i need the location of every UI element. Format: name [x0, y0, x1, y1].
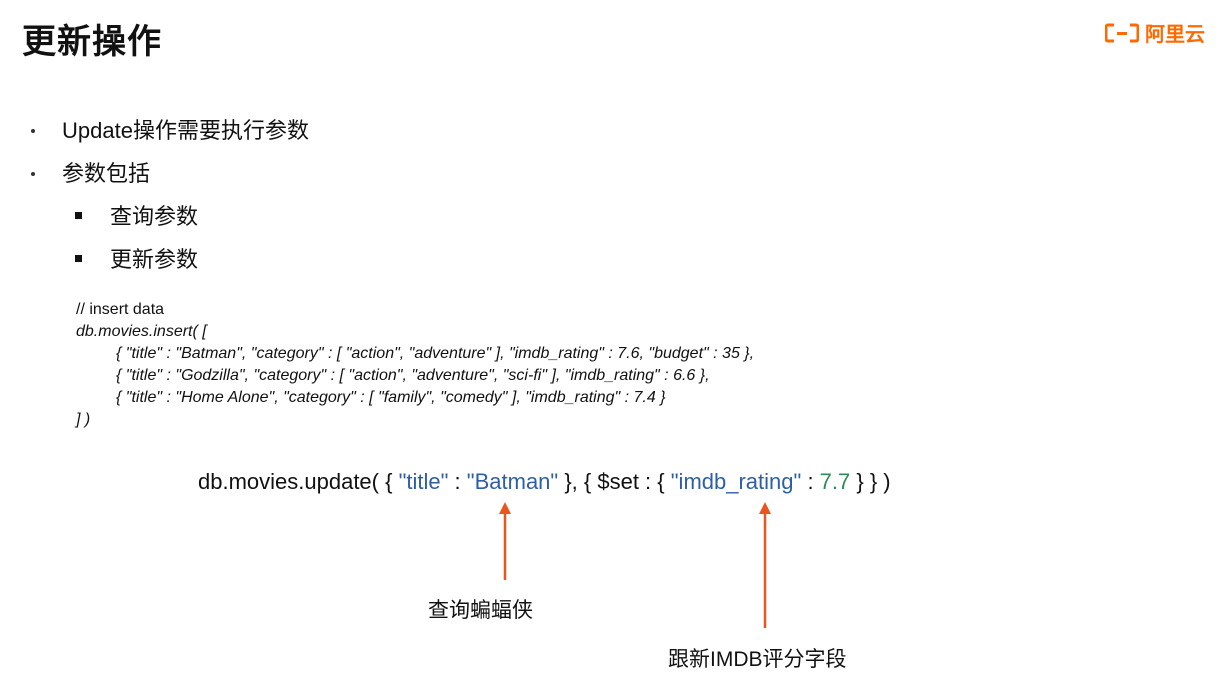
code-line: { "title" : "Godzilla", "category" : [ "… — [116, 367, 710, 384]
query-annotation: 查询蝙蝠侠 — [428, 599, 533, 622]
code-line: db.movies.insert( [ — [76, 323, 207, 340]
sub-bullet-square — [75, 212, 82, 219]
aliyun-logo: 阿里云 — [1105, 18, 1205, 47]
sub-bullet-item: 查询参数 — [110, 204, 199, 229]
slide-title: 更新操作 — [22, 23, 162, 61]
update-separator: : — [801, 469, 820, 494]
sub-bullet-item: 更新参数 — [110, 247, 199, 272]
update-middle: }, { $set : { — [558, 469, 671, 494]
update-annotation: 跟新IMDB评分字段 — [668, 648, 847, 671]
code-line: { "title" : "Home Alone", "category" : [… — [116, 389, 666, 406]
query-value: "Batman" — [466, 469, 559, 494]
update-prefix: db.movies.update( { — [198, 469, 399, 494]
update-statement: db.movies.update( { "title" : "Batman" }… — [198, 469, 891, 495]
update-suffix: } } ) — [850, 469, 891, 494]
code-comment: // insert data — [76, 301, 165, 318]
sub-bullet-square — [75, 255, 82, 262]
query-key: "title" — [398, 469, 449, 494]
code-line: ] ) — [76, 411, 91, 428]
insert-code-block: // insert data db.movies.insert( [ { "titl… — [76, 299, 754, 431]
query-separator: : — [448, 469, 467, 494]
code-line: { "title" : "Batman", "category" : [ "ac… — [116, 345, 755, 362]
bullet-dot — [31, 172, 35, 176]
update-arrow-icon — [759, 502, 771, 628]
brand-name: 阿里云 — [1145, 24, 1205, 46]
bullet-item: Update操作需要执行参数 — [62, 118, 309, 143]
bullet-dot — [31, 129, 35, 133]
aliyun-logo-icon — [1105, 23, 1139, 42]
update-value: 7.7 — [819, 469, 851, 494]
query-arrow-icon — [499, 502, 511, 580]
bullet-item: 参数包括 — [62, 161, 151, 186]
update-key: "imdb_rating" — [670, 469, 802, 494]
